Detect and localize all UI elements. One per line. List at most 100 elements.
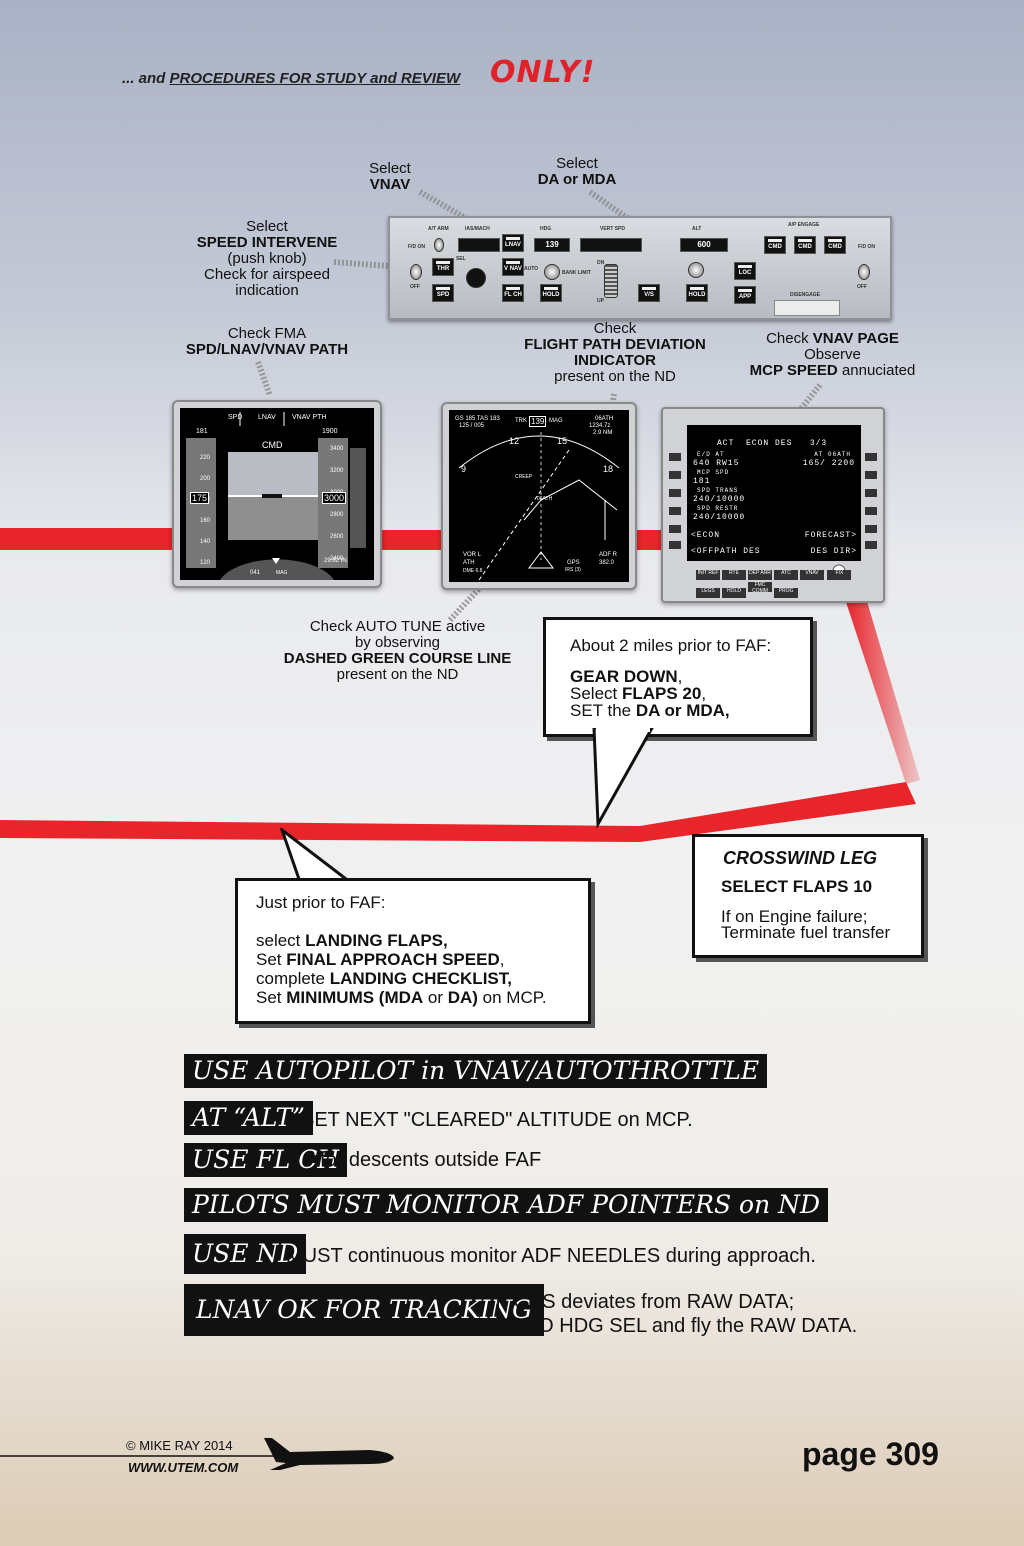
box-text: DA or MDA, <box>635 701 730 720</box>
cdu-key[interactable]: PROG <box>774 588 798 598</box>
button-label: CMD <box>768 244 782 250</box>
spd-button[interactable]: SPD <box>432 284 454 302</box>
callout-select-da: Select DA or MDA <box>527 156 627 188</box>
cdu-label: AT 06ATH <box>814 451 851 458</box>
button-label: LOC <box>738 270 752 276</box>
altitude-tick: 2800 <box>330 512 344 518</box>
cdu-value: 240/10000 <box>693 513 746 522</box>
callout-text: Check for airspeed <box>204 266 330 283</box>
loc-button[interactable]: LOC <box>734 262 756 280</box>
cdu-key[interactable]: FIX <box>827 570 852 580</box>
cdu-key[interactable]: LEGS <box>696 588 720 598</box>
pfd-selected-altitude: 1900 <box>322 428 338 435</box>
callout-text: VNAV <box>369 176 411 193</box>
cdu-lsk-offpath-des[interactable]: <OFFPATH DES <box>691 547 761 556</box>
vs-button[interactable]: V/S <box>638 284 660 302</box>
website-link[interactable]: WWW.UTEM.COM <box>128 1460 239 1475</box>
box-text: on MCP. <box>477 988 547 1007</box>
note-tag-fl-ch: USE FL CH <box>184 1143 348 1177</box>
pfd-fma-spd: SPD <box>228 414 243 421</box>
note-tag-autopilot: USE AUTOPILOT in VNAV/AUTOTHROTTLE <box>184 1054 768 1088</box>
note-tag-use-nd: USE ND <box>184 1234 307 1274</box>
nd-compass-18: 18 <box>603 464 614 474</box>
app-button[interactable]: APP <box>734 286 756 304</box>
at-arm-switch[interactable] <box>434 238 444 252</box>
altitude-knob[interactable] <box>688 262 704 278</box>
hdg-hold-button[interactable]: HOLD <box>540 284 562 302</box>
callout-text: (push knob) <box>227 250 307 267</box>
mcp-label: A/P ENGAGE <box>788 222 820 228</box>
cdu-key[interactable]: RTE <box>722 570 746 580</box>
nd-adf-frequency: 382.0 <box>599 560 615 566</box>
cdu-label: SPD RESTR <box>697 505 739 512</box>
note-text-use-nd: MUST continuous monitor ADF NEEDLES duri… <box>286 1245 816 1267</box>
alt-hold-button[interactable]: HOLD <box>686 284 708 302</box>
nd-gs-tas: GS 185 TAS 183 <box>455 416 500 422</box>
mcp-label: VERT SPD <box>600 226 626 232</box>
cmd-right-button[interactable]: CMD <box>824 236 846 254</box>
copyright: © MIKE RAY 2014 <box>126 1438 233 1453</box>
speed-knob[interactable] <box>466 268 486 288</box>
callout-text: Select <box>246 218 288 235</box>
nd-graphic <box>458 432 620 581</box>
mcp-label: DISENGAGE <box>790 292 821 298</box>
speed-tick: 200 <box>200 476 211 482</box>
pfd-heading-mag: MAG <box>276 570 288 576</box>
box-text: Set <box>256 950 287 969</box>
callout-flight-path-deviation: Check FLIGHT PATH DEVIATION INDICATOR pr… <box>505 321 725 385</box>
fd-switch-right[interactable] <box>858 264 870 280</box>
mcp-label: IAS/MACH <box>465 226 490 232</box>
cdu-label: E/D AT <box>697 451 725 458</box>
callout-text: FLIGHT PATH DEVIATION <box>524 336 706 353</box>
cdu-label: MCP SPD <box>697 469 730 476</box>
header-emphasis: ONLY! <box>490 55 596 90</box>
lnav-button[interactable]: LNAV <box>502 234 524 252</box>
note-tag-lnav-tracking: LNAV OK FOR TRACKING <box>184 1284 545 1336</box>
nd-waypoint-distance: 2.9 NM <box>593 430 613 436</box>
cmd-left-button[interactable]: CMD <box>764 236 786 254</box>
box-text: select <box>256 931 306 950</box>
cdu-key[interactable]: FMC COMM <box>748 582 772 594</box>
mcp-label: F/D ON <box>408 244 425 250</box>
cdu-key[interactable]: HOLD <box>722 588 746 598</box>
callout-pointer <box>592 728 654 828</box>
pfd-current-speed: 175 <box>190 492 210 504</box>
callout-box-2-miles-faf: About 2 miles prior to FAF: GEAR DOWN, S… <box>543 617 813 737</box>
flch-button[interactable]: FL CH <box>502 284 524 302</box>
box-text: DA) <box>447 988 478 1007</box>
pfd-current-altitude: 3000 <box>322 492 347 504</box>
cdu-key[interactable]: ATC <box>774 570 798 580</box>
mcp-label: DN <box>597 260 605 266</box>
cdu-key[interactable]: DEP ARR <box>748 570 772 580</box>
cdu-key[interactable]: INIT REF <box>696 570 720 580</box>
cdu-value: 181 <box>693 477 711 486</box>
heading-knob[interactable] <box>544 264 560 280</box>
cdu-lsk-econ[interactable]: <ECON <box>691 531 721 540</box>
fd-switch-left[interactable] <box>410 264 422 280</box>
callout-text: present on the ND <box>554 368 676 385</box>
box-text: LANDING CHECKLIST, <box>329 969 512 988</box>
thr-button[interactable]: THR <box>432 258 454 276</box>
button-label: CMD <box>828 244 842 250</box>
nd-trk: TRK <box>515 418 527 424</box>
callout-text: SPD/LNAV/VNAV PATH <box>185 341 349 358</box>
mcp-label: ALT <box>692 226 702 232</box>
vnav-button[interactable]: V NAV <box>502 258 524 276</box>
cdu-rsk-forecast[interactable]: FORECAST> <box>804 531 857 540</box>
box-title: CROSSWIND LEG <box>723 848 878 868</box>
vertical-speed-wheel[interactable] <box>604 264 618 298</box>
note-text-fl-ch: for descents outside FAF <box>320 1149 542 1171</box>
note-line: GO TO HDG SEL and fly the RAW DATA. <box>490 1315 858 1337</box>
box-text: SET the <box>570 701 636 720</box>
page-header: ... and PROCEDURES FOR STUDY and REVIEW <box>122 70 460 87</box>
button-label: HOLD <box>542 292 560 298</box>
cmd-center-button[interactable]: CMD <box>794 236 816 254</box>
cdu-rsk-des-dir[interactable]: DES DIR> <box>810 547 857 556</box>
callout-check-fma: Check FMA SPD/LNAV/VNAV PATH <box>172 326 362 358</box>
cdu-key-vnav[interactable]: VNAV <box>800 570 824 580</box>
disengage-bar[interactable] <box>774 300 840 316</box>
callout-text: indication <box>235 282 299 299</box>
cdu-value: 165/ 2200 <box>802 459 855 468</box>
control-display-unit: ACT ECON DES 3/3 E/D AT AT 06ATH 640 RW1… <box>661 407 885 603</box>
